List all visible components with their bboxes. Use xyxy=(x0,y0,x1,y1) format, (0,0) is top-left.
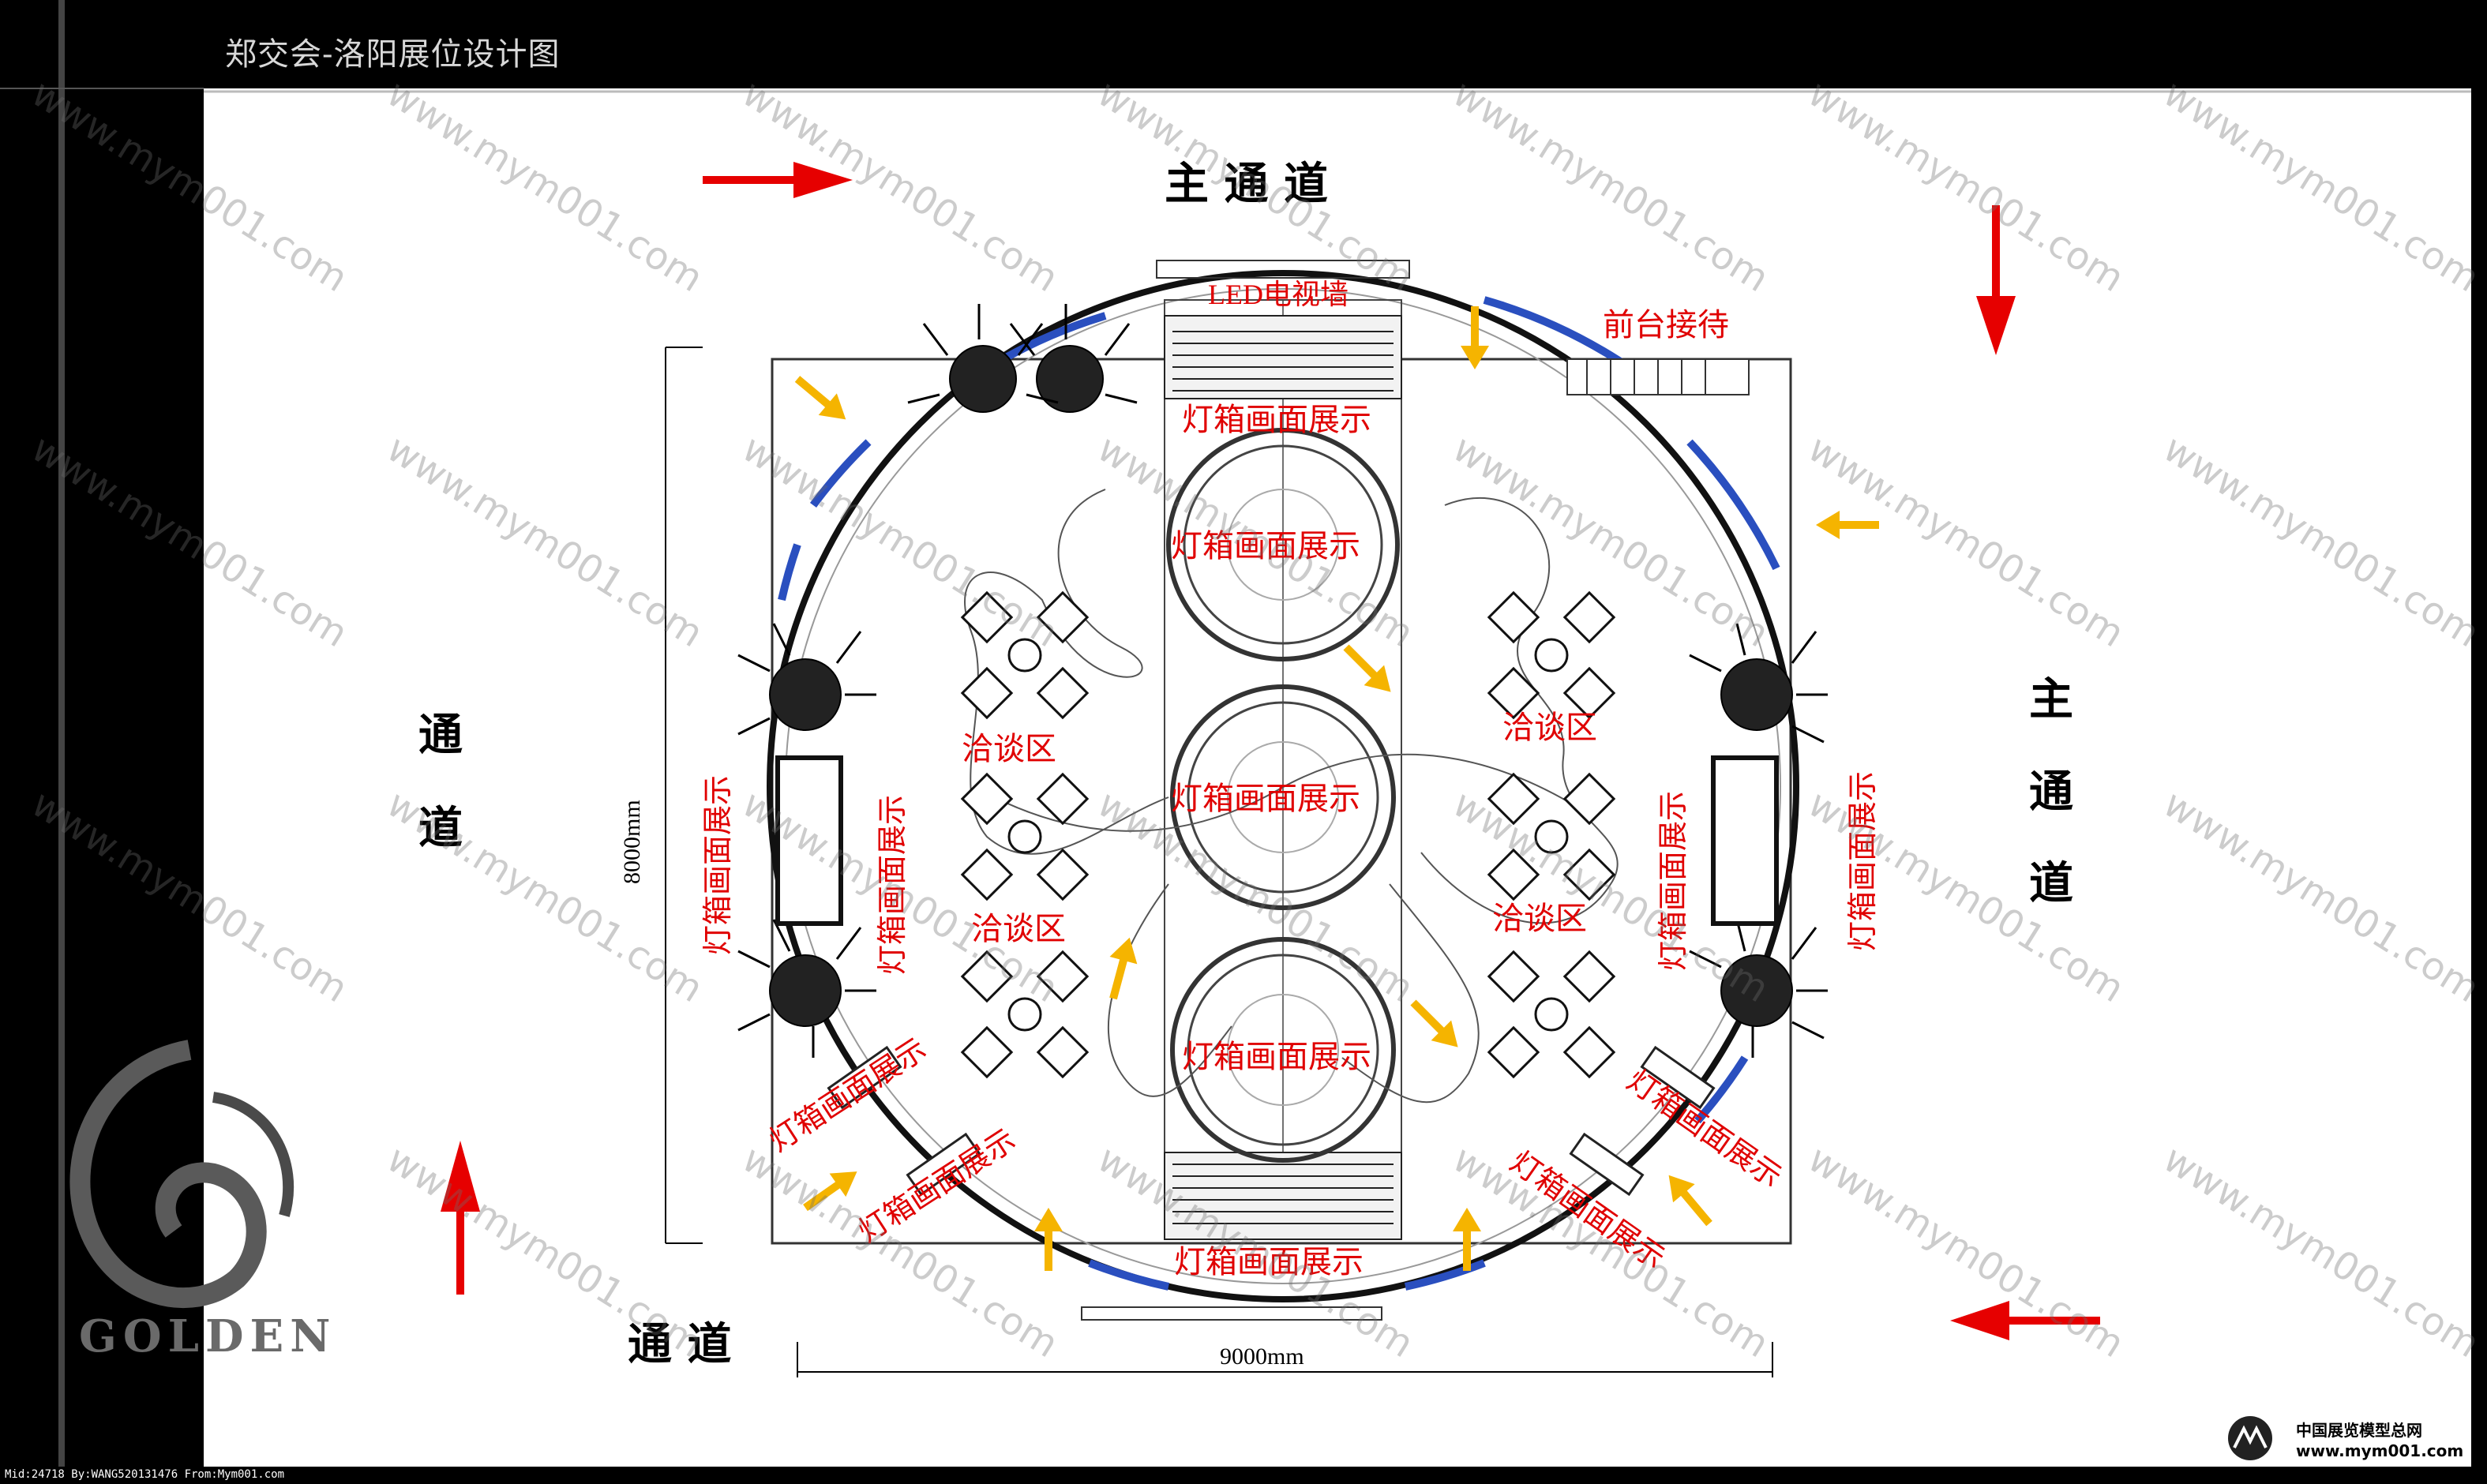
arrow-top-left-right xyxy=(703,162,853,198)
lightbox-right-inner-label: 灯箱画面展示 xyxy=(1657,791,1690,971)
plant-decor xyxy=(737,304,1828,1058)
arrow-top-right-down xyxy=(1976,205,2016,355)
width-dimension xyxy=(797,1342,1773,1377)
lightbox-left-outer-label: 灯箱画面展示 xyxy=(702,775,735,955)
led-panel-top xyxy=(1164,315,1402,399)
aisle-right-char-1: 主 xyxy=(2029,674,2073,725)
ceiling-curves xyxy=(964,489,1619,1104)
lightbox-panel-bottom xyxy=(1164,1152,1402,1240)
lightbox-top-label: 灯箱画面展示 xyxy=(1182,402,1371,437)
site-url[interactable]: www.mym001.com xyxy=(2296,1441,2464,1460)
lightbox-circle3-label: 灯箱画面展示 xyxy=(1182,1039,1371,1074)
meeting-bl-label: 洽谈区 xyxy=(971,911,1066,946)
left-decor xyxy=(0,0,204,1484)
height-dimension xyxy=(665,347,703,1244)
site-name: 中国展览模型总网 xyxy=(2296,1421,2422,1440)
display-stand-2 xyxy=(1170,684,1396,910)
aisle-right-char-2: 通 xyxy=(2029,766,2073,818)
reception-desk xyxy=(1566,358,1750,395)
main-aisle-top-label: 主 通 道 xyxy=(1165,159,1328,210)
red-arrows xyxy=(441,162,2100,1340)
aisle-right-char-3: 道 xyxy=(2029,858,2073,909)
tilted-displays xyxy=(827,1045,1716,1197)
lightbox-circle2-label: 灯箱画面展示 xyxy=(1171,781,1360,816)
led-wall-label: LED电视墙 xyxy=(1208,279,1349,310)
aisle-bottom-label: 通 道 xyxy=(628,1319,732,1370)
footer-strip xyxy=(0,1467,2487,1484)
right-cabinet xyxy=(1711,755,1779,926)
lightbox-bl2-label: 灯箱画面展示 xyxy=(853,1123,1022,1249)
meeting-tr-label: 洽谈区 xyxy=(1502,710,1597,745)
lightbox-circle1-label: 灯箱画面展示 xyxy=(1171,528,1360,564)
footer-meta: Mid:24718 By:WANG520131476 From:Mym001.c… xyxy=(5,1468,285,1481)
site-logo xyxy=(2228,1416,2272,1460)
meeting-furniture xyxy=(960,590,1616,1079)
arrow-bottom-right-left xyxy=(1950,1301,2100,1340)
golden-swirl-logo xyxy=(69,1040,294,1308)
yellow-arrows xyxy=(794,306,1879,1271)
height-label: 8000mm xyxy=(619,800,645,884)
arrow-bottom-left-up xyxy=(441,1141,480,1295)
lightbox-left-inner-label: 灯箱画面展示 xyxy=(876,795,910,975)
width-label: 9000mm xyxy=(1220,1343,1304,1370)
display-stand-3 xyxy=(1170,937,1396,1163)
booth-circle xyxy=(767,270,1799,1302)
aisle-left-char-1: 通 xyxy=(418,710,463,761)
left-cabinet xyxy=(775,755,843,926)
aisle-left-char-2: 道 xyxy=(418,803,463,854)
led-tv-wall xyxy=(1156,260,1410,279)
meeting-tl-label: 洽谈区 xyxy=(962,731,1056,766)
lightbox-bottom-label: 灯箱画面展示 xyxy=(1174,1244,1364,1280)
golden-brand-text: GOLDEN xyxy=(79,1310,337,1362)
meeting-br-label: 洽谈区 xyxy=(1492,901,1587,936)
reception-label: 前台接待 xyxy=(1603,307,1729,343)
display-stand-1 xyxy=(1166,428,1400,661)
lightbox-right-outer-label: 灯箱画面展示 xyxy=(1847,771,1880,951)
title-bar xyxy=(0,0,2487,88)
page-title: 郑交会-洛阳展位设计图 xyxy=(225,36,561,73)
